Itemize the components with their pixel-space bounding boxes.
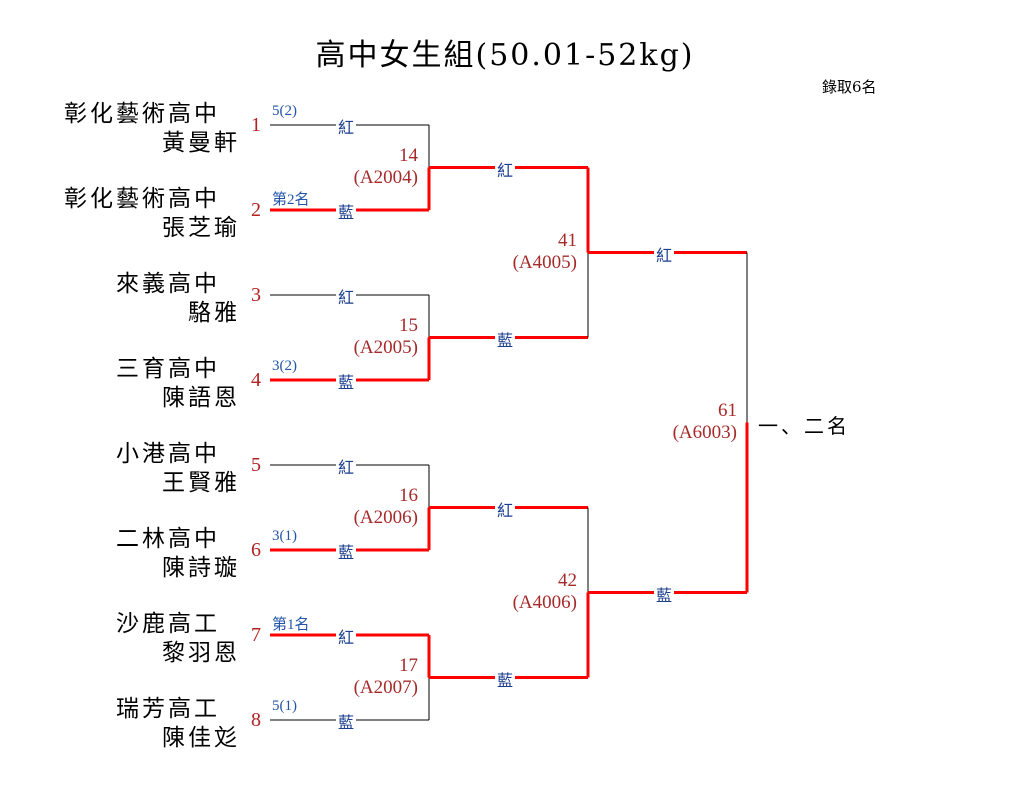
entrant-school: 瑞芳高工 — [116, 696, 220, 722]
corner-label-red: 紅 — [495, 496, 516, 521]
entrant-name: 黎羽恩 — [162, 640, 240, 666]
corner-label-blue: 藍 — [336, 199, 357, 223]
entrant-seed: 1 — [251, 114, 261, 136]
corner-label-red: 紅 — [336, 624, 357, 648]
entrant-school: 彰化藝術高中 — [64, 186, 220, 212]
corner-label-blue: 藍 — [336, 539, 357, 563]
match-code: (A2005) — [353, 336, 418, 358]
corner-label-red: 紅 — [336, 114, 357, 138]
corner-label-red: 紅 — [654, 241, 675, 266]
match-number: 17 — [399, 654, 418, 676]
final-placement-label: 一、二名 — [758, 414, 850, 438]
match-code: (A4006) — [512, 591, 577, 613]
entrant-result-note: 第1名 — [272, 617, 310, 633]
entrant-name: 駱雅 — [188, 300, 240, 326]
match-code: (A2004) — [353, 166, 418, 188]
quota-label: 錄取6名 — [822, 78, 877, 96]
entrant-school: 小港高中 — [116, 441, 220, 467]
match-number: 16 — [399, 484, 418, 506]
corner-label-blue: 藍 — [336, 709, 357, 733]
entrant-result-note: 3(2) — [272, 358, 297, 374]
entrant-name: 陳佳彣 — [162, 725, 240, 751]
final-match-number: 61 — [718, 399, 737, 421]
entrant-school: 三育高中 — [116, 356, 220, 382]
entrant-seed: 6 — [251, 539, 261, 561]
entrant-seed: 7 — [251, 624, 261, 646]
corner-label-red: 紅 — [336, 284, 357, 308]
entrant-name: 王賢雅 — [162, 470, 240, 496]
entrant-result-note: 5(2) — [272, 103, 297, 119]
corner-label-blue: 藍 — [654, 581, 675, 606]
entrant-school: 二林高中 — [116, 526, 220, 552]
entrant-name: 張芝瑜 — [162, 215, 240, 241]
match-code: (A2007) — [353, 676, 418, 698]
entrant-seed: 3 — [251, 284, 261, 306]
corner-label-red: 紅 — [495, 156, 516, 181]
corner-label-blue: 藍 — [495, 666, 516, 691]
match-number: 41 — [558, 229, 577, 251]
entrant-name: 黃曼軒 — [162, 130, 240, 156]
bracket-title: 高中女生組(50.01-52kg) — [315, 38, 695, 73]
corner-label-red: 紅 — [336, 454, 357, 478]
entrant-result-note: 第2名 — [272, 192, 310, 208]
match-number: 14 — [399, 144, 418, 166]
entrant-seed: 5 — [251, 454, 261, 476]
corner-label-blue: 藍 — [336, 369, 357, 393]
entrant-result-note: 5(1) — [272, 698, 297, 714]
match-number: 15 — [399, 314, 418, 336]
entrant-school: 來義高中 — [116, 271, 220, 297]
match-code: (A2006) — [353, 506, 418, 528]
corner-label-blue: 藍 — [495, 326, 516, 351]
entrant-seed: 4 — [251, 369, 261, 391]
entrant-school: 彰化藝術高中 — [64, 101, 220, 127]
final-match-code: (A6003) — [672, 421, 737, 443]
match-code: (A4005) — [512, 251, 577, 273]
entrant-name: 陳詩璇 — [162, 555, 240, 581]
entrant-seed: 2 — [251, 199, 261, 221]
entrant-result-note: 3(1) — [272, 528, 297, 544]
entrant-name: 陳語恩 — [162, 385, 240, 411]
entrant-seed: 8 — [251, 709, 261, 731]
match-number: 42 — [558, 569, 577, 591]
entrant-school: 沙鹿高工 — [116, 611, 220, 637]
